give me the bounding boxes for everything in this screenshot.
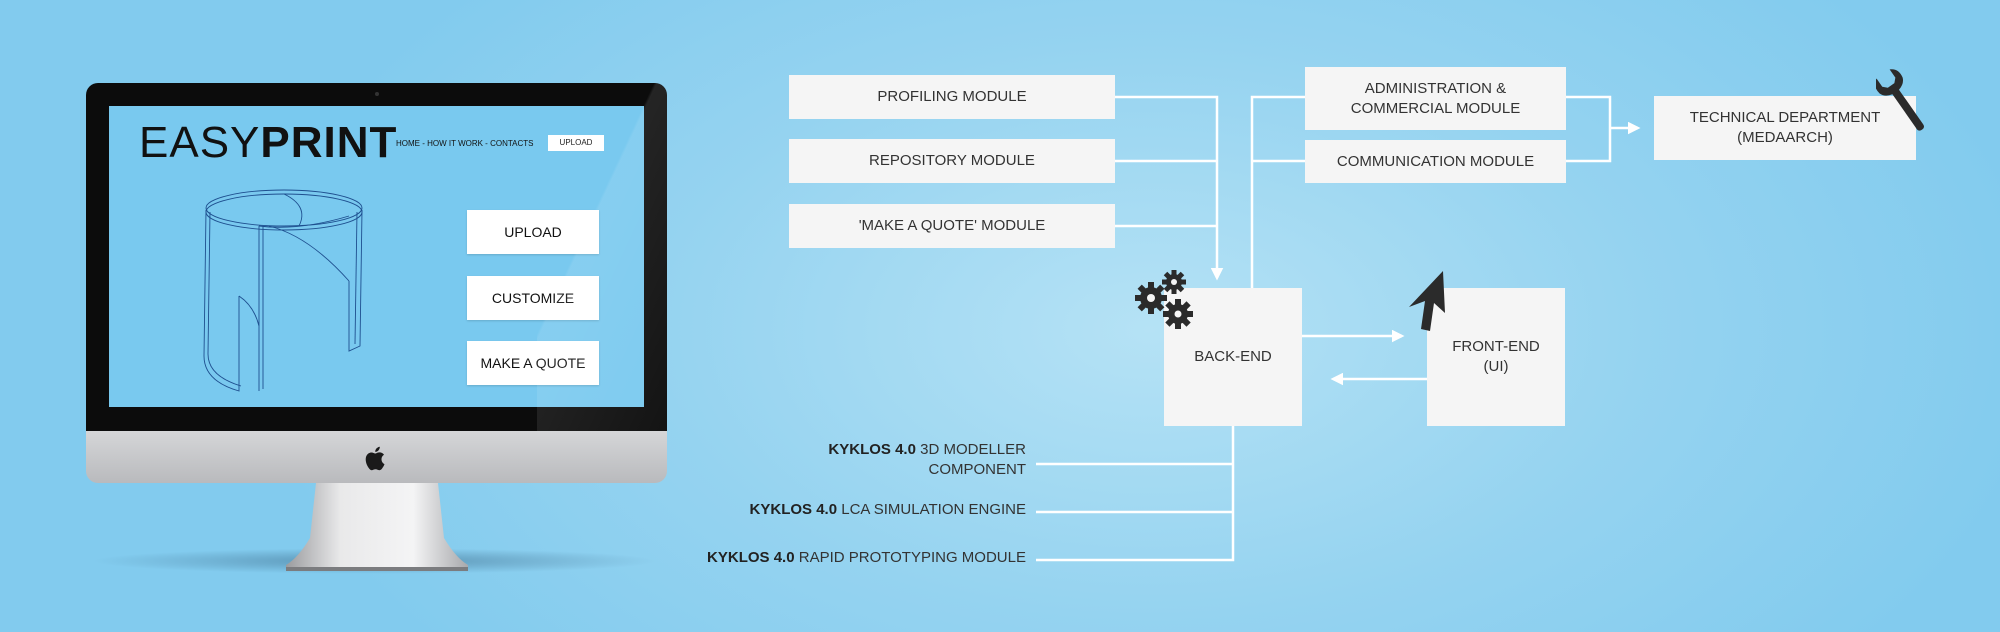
apple-logo-icon (365, 446, 385, 471)
administration-commercial-label: ADMINISTRATION & COMMERCIAL MODULE (1350, 79, 1521, 117)
camera-dot (375, 92, 379, 96)
monitor-chin (86, 431, 667, 483)
technical-department-label: TECHNICAL DEPARTMENT (1689, 109, 1881, 126)
repository-module-box: REPOSITORY MODULE (789, 139, 1115, 183)
monitor-stand (286, 483, 468, 571)
technical-department-box: TECHNICAL DEPARTMENT (MEDAARCH) (1654, 96, 1916, 160)
kyklos-lca-simulation-label: KYKLOS 4.0 LCA SIMULATION ENGINE (749, 501, 1026, 518)
technical-department-sublabel: (MEDAARCH) (1737, 129, 1833, 146)
make-a-quote-module-box: 'MAKE A QUOTE' MODULE (789, 204, 1115, 248)
stool-wireframe (203, 189, 363, 392)
easyprint-logo: EASYPRINT (139, 118, 398, 167)
kyklos-rapid-prototyping-label: KYKLOS 4.0 RAPID PROTOTYPING MODULE (707, 549, 1026, 566)
wrench-icon (1876, 69, 1924, 131)
site-nav-links[interactable]: HOME - HOW IT WORK - CONTACTS (396, 139, 534, 148)
imac-monitor: EASYPRINT HOME - HOW IT WORK - CONTACTS … (0, 0, 700, 632)
front-end-label: FRONT-END (1452, 338, 1540, 355)
gears-icon (1135, 270, 1193, 329)
administration-commercial-module-box: ADMINISTRATION & COMMERCIAL MODULE (1305, 67, 1566, 130)
communication-module-box: COMMUNICATION MODULE (1305, 140, 1566, 183)
kyklos-3d-modeller-label: KYKLOS 4.0 3D MODELLER COMPONENT (828, 441, 1026, 478)
front-end-sublabel: (UI) (1483, 358, 1509, 375)
front-end-box: FRONT-END (UI) (1427, 288, 1565, 426)
cursor-arrow-icon (1409, 271, 1445, 331)
monitor-bezel: EASYPRINT HOME - HOW IT WORK - CONTACTS … (86, 83, 667, 431)
profiling-module-box: PROFILING MODULE (789, 75, 1115, 119)
